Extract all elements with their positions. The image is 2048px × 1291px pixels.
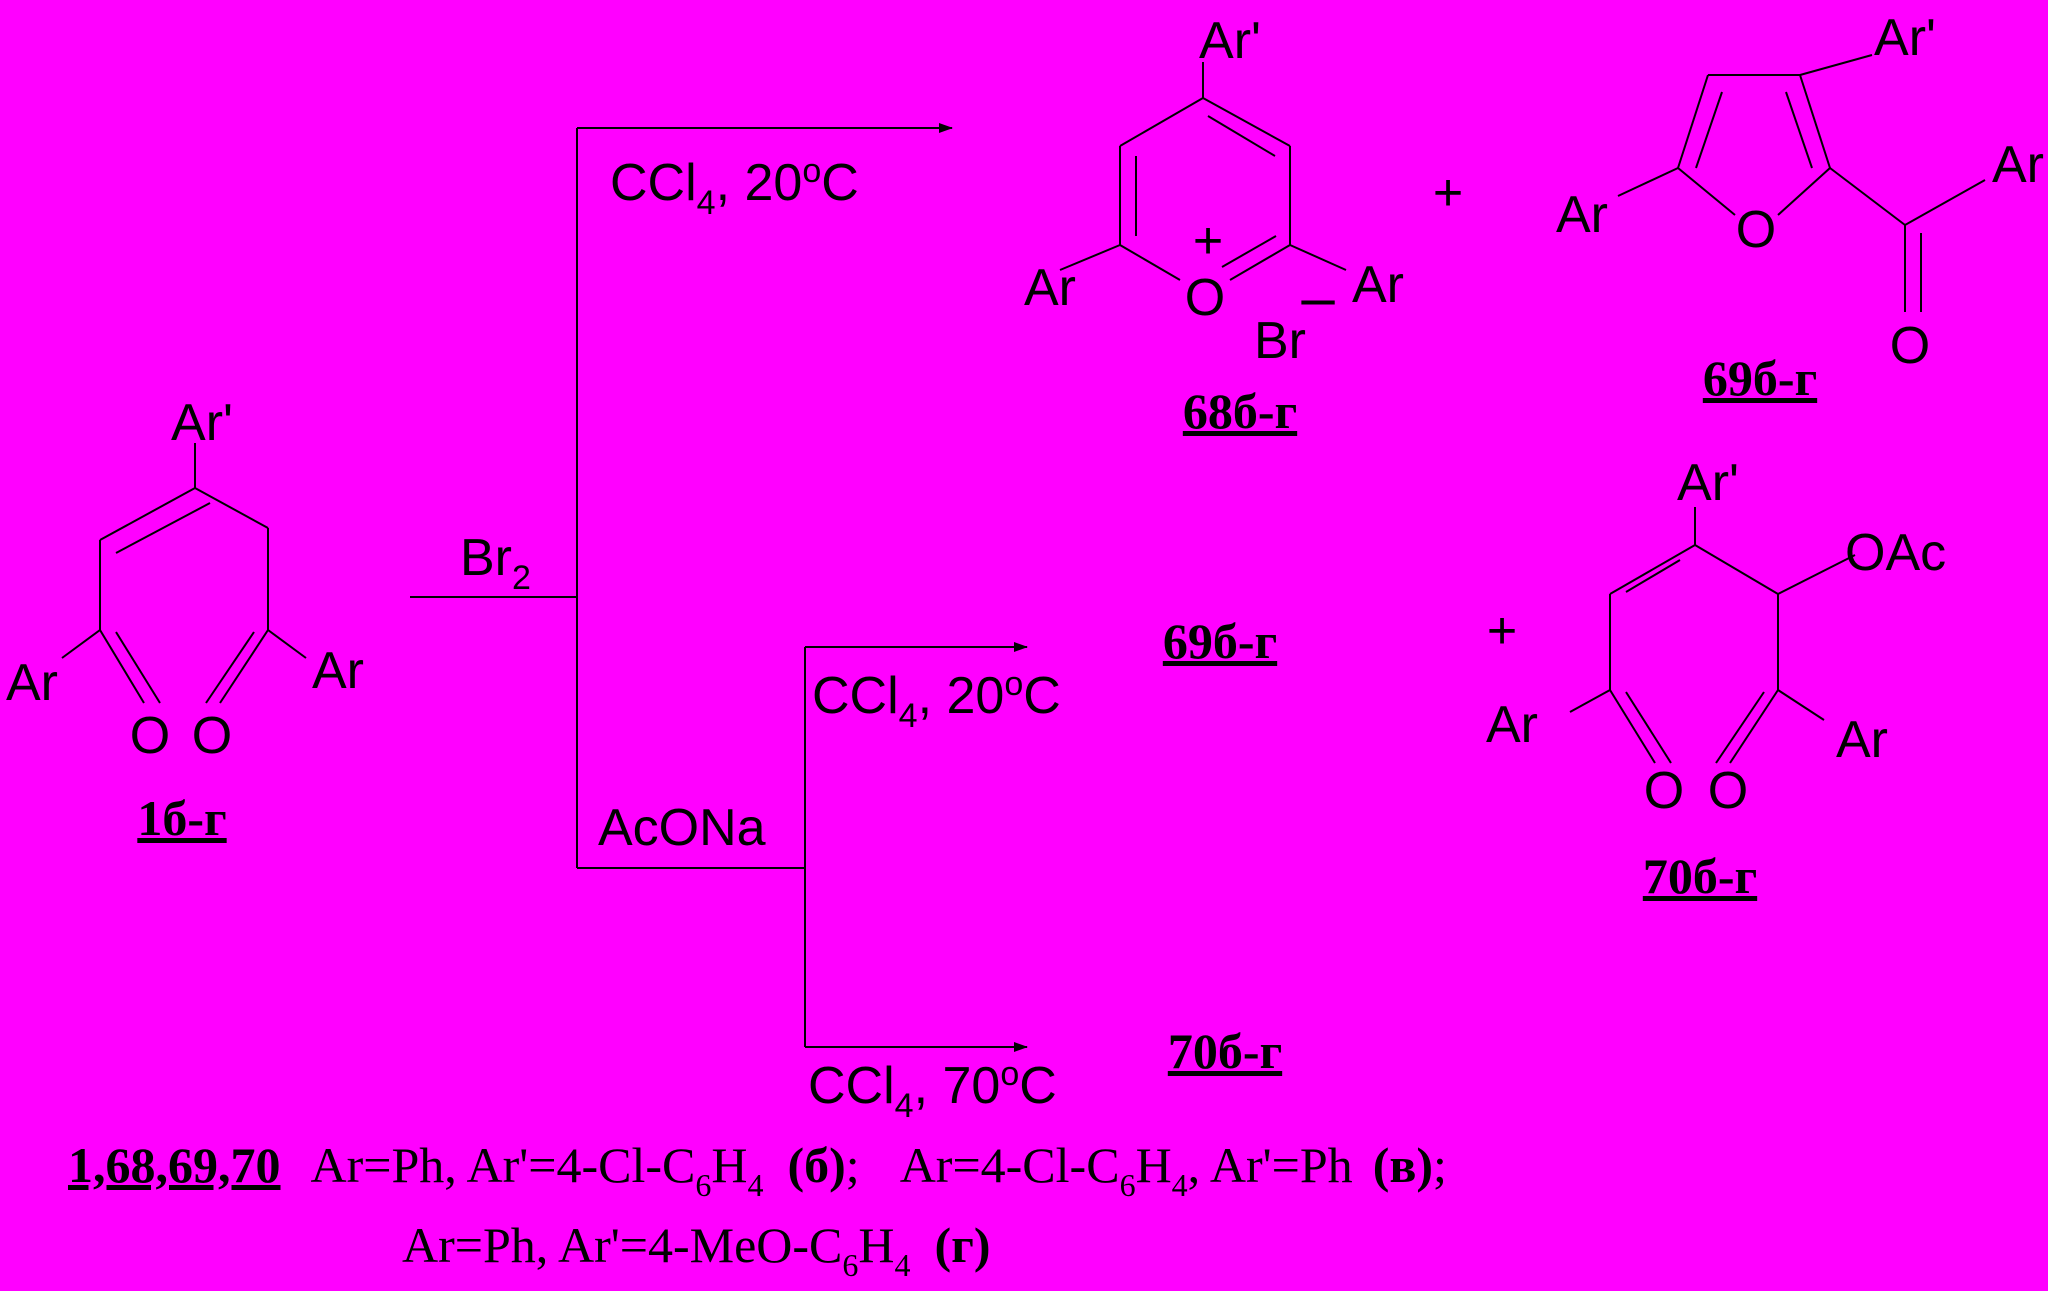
condition-bottom: CCl4, 70oC <box>808 1055 1057 1125</box>
footnote-line-2: Ar=Ph, Ar'=4-MeO-C6H4(г) <box>402 1217 991 1283</box>
plus-operator-top: + <box>1433 164 1463 222</box>
compound-69-label: 69б-г <box>1703 350 1817 406</box>
compound-70-o-right-label: O <box>1708 762 1748 820</box>
compound-70-arp-label: Ar' <box>1677 454 1739 512</box>
plus-operator-middle: + <box>1487 602 1517 660</box>
compound-1-ar-right-label: Ar <box>312 642 364 700</box>
condition-top: CCl4, 20oC <box>610 152 859 222</box>
compound-1-o-left-label: O <box>130 707 170 765</box>
compound-68-o-label: O <box>1185 269 1225 327</box>
compound-68-minus-charge: – <box>1301 264 1335 331</box>
compound-1-structure <box>61 443 307 704</box>
compound-68-plus-charge: + <box>1193 212 1223 270</box>
compound-70-label: 70б-г <box>1643 848 1757 904</box>
compound-1-label: 1б-г <box>137 790 226 846</box>
compound-69-arp-label: Ar' <box>1874 9 1936 67</box>
reagent-br2: Br2 <box>460 529 531 597</box>
compound-70-ar-right-label: Ar <box>1836 711 1888 769</box>
compound-68-label: 68б-г <box>1183 383 1297 439</box>
compound-70-label-bottom: 70б-г <box>1168 1023 1282 1079</box>
compound-1-ar-left-label: Ar <box>6 654 58 712</box>
condition-middle: CCl4, 20oC <box>812 665 1061 735</box>
reagent-acona: AcONa <box>598 799 766 857</box>
reaction-lines <box>410 123 1028 1052</box>
compound-69-ar-right-label: Ar <box>1992 136 2044 194</box>
compound-68-structure <box>1059 62 1347 281</box>
compound-1-arp-label: Ar' <box>171 394 233 452</box>
compound-68-arp-label: Ar' <box>1199 12 1261 70</box>
compound-70-oac-label: OAc <box>1845 524 1946 582</box>
compound-68-ar-left-label: Ar <box>1024 259 1076 317</box>
compound-68-ar-right-label: Ar <box>1352 256 1404 314</box>
compound-69-structure <box>1617 54 1986 312</box>
compound-1-o-right-label: O <box>192 707 232 765</box>
compound-70-o-left-label: O <box>1644 762 1684 820</box>
compound-69-label-middle: 69б-г <box>1163 613 1277 669</box>
compound-70-structure <box>1569 507 1856 764</box>
compound-68-bromide-label: Br <box>1254 312 1306 370</box>
compound-69-ar-left-label: Ar <box>1556 186 1608 244</box>
compound-69-ring-o-label: O <box>1736 201 1776 259</box>
compound-69-carbonyl-o-label: O <box>1890 317 1930 375</box>
compound-70-ar-left-label: Ar <box>1486 696 1538 754</box>
